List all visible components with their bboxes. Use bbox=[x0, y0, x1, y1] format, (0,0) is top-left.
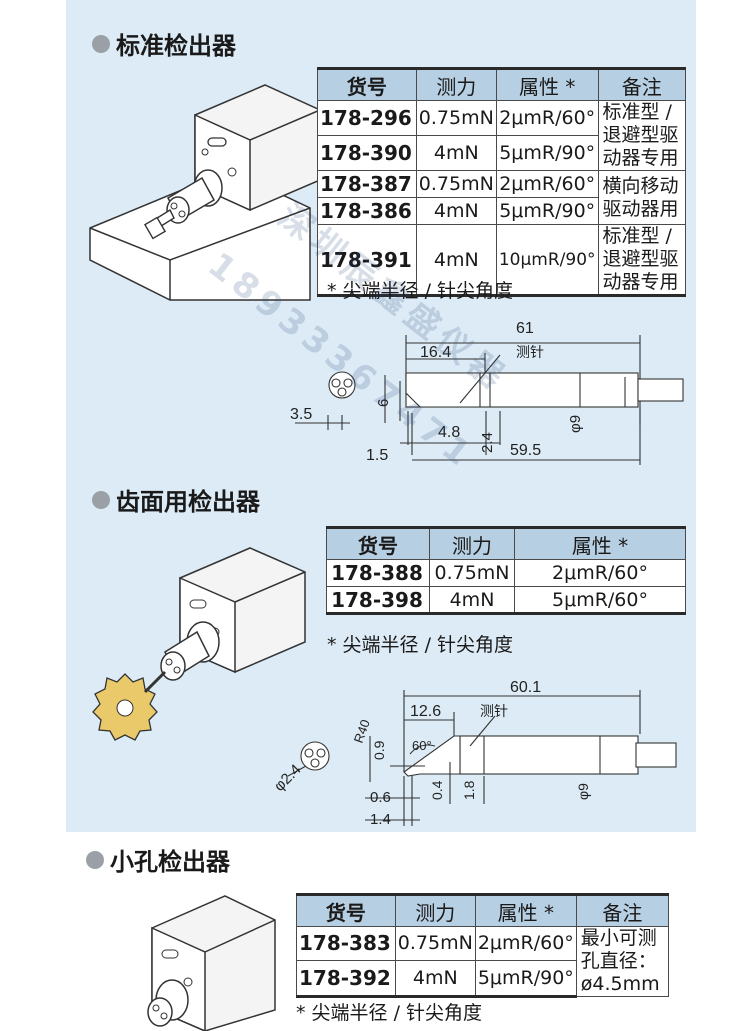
col-header-part-no: 货号 bbox=[326, 526, 430, 560]
col-header-attr: 属性 * bbox=[495, 67, 599, 101]
footnote: * 尖端半径 / 针尖角度 bbox=[327, 634, 514, 656]
note-cell: 标准型 / 退避型驱动器专用 bbox=[597, 100, 687, 171]
table-row: 178-392 4mN 5μmR/90° bbox=[296, 959, 669, 999]
bullet-icon bbox=[86, 850, 104, 869]
gear-spec-table: 货号 测力 属性 * 178-388 0.75mN 2μmR/60° 178-3… bbox=[326, 526, 686, 615]
dim-4-8: 4.8 bbox=[438, 424, 460, 441]
col-header-note: 备注 bbox=[597, 67, 687, 101]
dim-1-5: 1.5 bbox=[366, 447, 388, 464]
dim-phi9: φ9 bbox=[567, 415, 584, 433]
table-row: 178-386 4mN 5μmR/90° bbox=[317, 197, 686, 225]
section-title-small-hole: 小孔检出器 bbox=[86, 842, 230, 877]
note-cell: 标准型 / 退避型驱动器专用 bbox=[597, 224, 687, 297]
note-cell: 横向移动驱动器用 bbox=[597, 170, 687, 225]
gear-stylus-drawing: 60.1 12.6 测针 R40 0.9 60° φ2.4 0.4 1.8 φ9… bbox=[271, 679, 677, 828]
standard-stylus-drawing: 61 16.4 测针 6 3.5 4.8 2.4 φ9 1.5 59.5 bbox=[290, 320, 684, 465]
dim-60-deg: 60° bbox=[412, 738, 432, 753]
standard-detector-illustration bbox=[89, 84, 321, 301]
dim-16-4: 16.4 bbox=[420, 344, 451, 361]
standard-spec-table: 货号 测力 属性 * 备注 178-296 0.75mN 2μmR/60° 标准… bbox=[317, 67, 687, 297]
table-row: 178-387 0.75mN 2μmR/60° 横向移动驱动器用 bbox=[317, 170, 687, 225]
bullet-icon bbox=[92, 490, 110, 509]
small-hole-detector-illustration bbox=[147, 895, 276, 1031]
dim-3-5: 3.5 bbox=[290, 406, 312, 423]
table-row: 178-398 4mN 5μmR/60° bbox=[326, 586, 686, 615]
col-header-attr: 属性 * bbox=[514, 526, 686, 560]
dim-59-5: 59.5 bbox=[510, 442, 541, 459]
dim-phi2-4: φ2.4 bbox=[271, 761, 305, 795]
dim-61: 61 bbox=[516, 320, 534, 337]
bullet-icon bbox=[92, 34, 110, 53]
table-row: 178-296 0.75mN 2μmR/60° 标准型 / 退避型驱动器专用 bbox=[317, 100, 687, 171]
dim-0-6: 0.6 bbox=[370, 789, 391, 806]
col-header-part-no: 货号 bbox=[317, 67, 417, 101]
dim-1-8: 1.8 bbox=[461, 780, 477, 800]
dim-1-4: 1.4 bbox=[370, 811, 391, 828]
dim-0-4: 0.4 bbox=[429, 780, 445, 800]
footnote: * 尖端半径 / 针尖角度 bbox=[327, 280, 514, 302]
dim-6: 6 bbox=[375, 399, 392, 407]
section-title-standard: 标准检出器 bbox=[92, 26, 236, 61]
dim-2-4: 2.4 bbox=[479, 432, 496, 453]
col-header-part-no: 货号 bbox=[296, 893, 396, 927]
note-cell: 最小可测孔直径：ø4.5mm bbox=[575, 926, 670, 997]
gear-detector-illustration bbox=[92, 547, 306, 741]
col-header-note: 备注 bbox=[575, 893, 670, 927]
stylus-label: 测针 bbox=[480, 703, 508, 719]
section-title-gear: 齿面用检出器 bbox=[92, 482, 260, 517]
footnote: * 尖端半径 / 针尖角度 bbox=[296, 1002, 483, 1024]
dim-phi9: φ9 bbox=[575, 783, 591, 800]
stylus-label: 测针 bbox=[516, 344, 544, 360]
small-hole-spec-table: 货号 测力 属性 * 备注 178-383 0.75mN 2μmR/60° 最小… bbox=[296, 893, 670, 999]
col-header-force: 测力 bbox=[415, 67, 497, 101]
dim-0-9: 0.9 bbox=[371, 740, 387, 760]
dim-60-1: 60.1 bbox=[510, 679, 541, 696]
col-header-force: 测力 bbox=[394, 893, 476, 927]
table-row: 178-388 0.75mN 2μmR/60° bbox=[326, 559, 686, 587]
col-header-attr: 属性 * bbox=[474, 893, 577, 927]
table-row: 178-391 4mN 10μmR/90° 标准型 / 退避型驱动器专用 bbox=[317, 224, 687, 297]
col-header-force: 测力 bbox=[429, 526, 515, 560]
table-row: 178-390 4mN 5μmR/90° bbox=[317, 135, 686, 171]
dim-12-6: 12.6 bbox=[410, 703, 441, 720]
table-row: 178-383 0.75mN 2μmR/60° 最小可测孔直径：ø4.5mm bbox=[296, 926, 670, 997]
